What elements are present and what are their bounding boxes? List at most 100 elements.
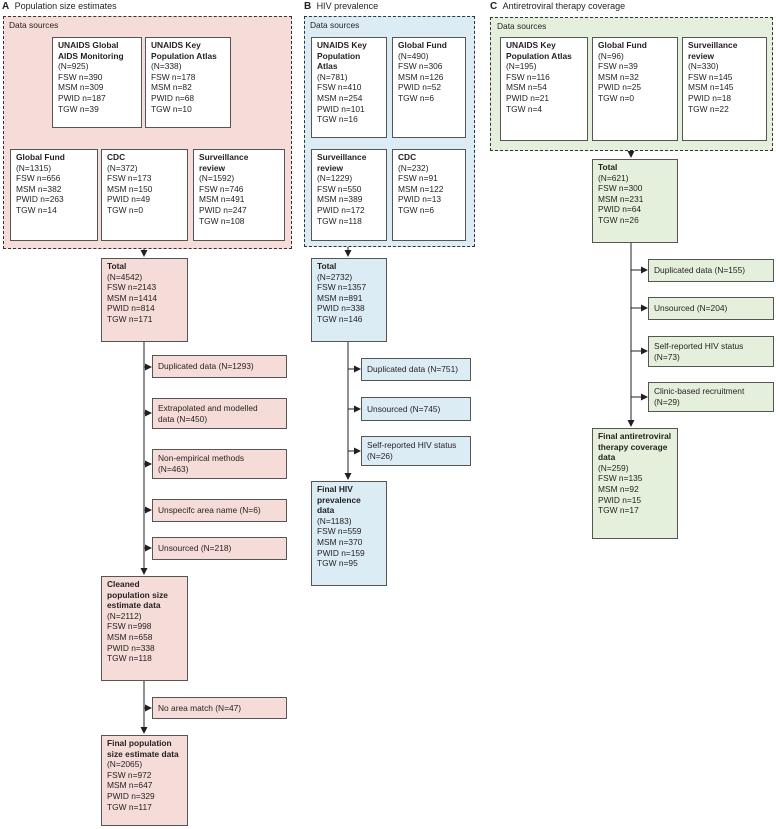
exclusion-box: Duplicated data (N=155) bbox=[648, 259, 774, 282]
exclusion-text: Non-empirical methods(N=463) bbox=[158, 453, 244, 474]
box-count-line: TGW n=118 bbox=[107, 653, 152, 664]
exclusion-text: Unsourced (N=204) bbox=[654, 303, 727, 314]
box-count-line: TGW n=0 bbox=[598, 92, 635, 103]
box-count-line: MSM n=92 bbox=[598, 483, 639, 494]
exclusion-line: Duplicated data (N=1293) bbox=[158, 361, 254, 372]
box-count-line: MSM n=150 bbox=[107, 183, 153, 194]
box-title: Population Atlas bbox=[151, 50, 217, 61]
box-count-line: TGW n=4 bbox=[506, 103, 543, 114]
exclusion-text: Duplicated data (N=751) bbox=[367, 364, 458, 375]
box-count-line: (N=2112) bbox=[107, 610, 142, 621]
box-count-line: FSW n=410 bbox=[317, 82, 362, 93]
box-count-line: MSM n=82 bbox=[151, 82, 192, 93]
box-title: Surveillance bbox=[688, 40, 738, 50]
exclusion-box: Clinic-based recruitment(N=29) bbox=[648, 382, 774, 412]
box-title: Global Fund bbox=[598, 40, 647, 50]
data-sources-label: Data sources bbox=[497, 21, 547, 31]
box-title: AIDS Monitoring bbox=[58, 50, 124, 61]
box-count-line: MSM n=491 bbox=[199, 194, 245, 205]
section-c-heading: C Antiretroviral therapy coverage bbox=[490, 1, 625, 13]
box-count-line: TGW n=0 bbox=[107, 204, 144, 215]
box-count-line: TGW n=108 bbox=[199, 215, 245, 226]
exclusion-line: Unsourced (N=745) bbox=[367, 403, 441, 414]
box-title: Final antiretroviral bbox=[598, 431, 672, 441]
box-count-line: MSM n=32 bbox=[598, 71, 639, 82]
box-count-line: (N=330) bbox=[688, 61, 719, 72]
box-title: UNAIDS Key bbox=[317, 40, 367, 50]
box-count-line: TGW n=118 bbox=[317, 215, 362, 226]
box-title: Surveillance bbox=[317, 152, 367, 162]
exclusion-text: Unsourced (N=218) bbox=[158, 543, 231, 554]
exclusion-box: Unsourced (N=204) bbox=[648, 297, 774, 320]
exclusion-line: Unsourced (N=218) bbox=[158, 543, 232, 554]
box-count-line: PWID n=15 bbox=[598, 494, 642, 505]
box-count-line: FSW n=145 bbox=[688, 71, 733, 82]
box-count-line: FSW n=550 bbox=[317, 183, 362, 194]
box-count-line: MSM n=145 bbox=[688, 82, 734, 93]
box-count-line: PWID n=101 bbox=[317, 103, 365, 114]
box-count-line: (N=621) bbox=[598, 172, 629, 183]
exclusion-text: Duplicated data (N=1293) bbox=[158, 361, 254, 372]
section-letter: A bbox=[2, 1, 10, 12]
box-title: review bbox=[317, 162, 344, 173]
box-count-line: TGW n=95 bbox=[317, 558, 358, 569]
box-title: Cleaned bbox=[107, 579, 140, 589]
box-count-line: FSW n=972 bbox=[107, 769, 152, 780]
box-count-line: FSW n=746 bbox=[199, 183, 244, 194]
box-count-line: (N=2065) bbox=[107, 759, 143, 770]
box-title: review bbox=[688, 50, 715, 61]
exclusion-line: Self-reported HIV status bbox=[367, 440, 457, 451]
box-title: Final population bbox=[107, 738, 172, 748]
box-title: estimate data bbox=[107, 600, 161, 611]
exclusion-line: Non-empirical methods bbox=[158, 453, 245, 464]
box-count-line: PWID n=25 bbox=[598, 82, 642, 93]
exclusion-line: Duplicated data (N=751) bbox=[367, 364, 459, 375]
box-count-line: (N=1229) bbox=[317, 173, 353, 184]
box-count-line: PWID n=247 bbox=[199, 204, 247, 215]
box-title: Atlas bbox=[317, 61, 338, 72]
exclusion-text: No area match (N=47) bbox=[158, 703, 241, 714]
box-count-line: FSW n=998 bbox=[107, 621, 152, 632]
box-title: Population Atlas bbox=[506, 50, 572, 61]
box-count-line: (N=232) bbox=[398, 162, 429, 173]
box-count-line: (N=781) bbox=[317, 71, 348, 82]
box-count-line: FSW n=178 bbox=[151, 71, 196, 82]
box-count-line: TGW n=39 bbox=[58, 103, 99, 114]
section-title: HIV prevalence bbox=[316, 1, 379, 11]
box-count-line: PWID n=13 bbox=[398, 194, 442, 205]
box-count-line: (N=1183) bbox=[317, 515, 352, 526]
exclusion-line: (N=29) bbox=[654, 397, 680, 407]
section-a-heading: A Population size estimates bbox=[2, 1, 117, 13]
box-count-line: PWID n=172 bbox=[317, 204, 365, 215]
box-count-line: TGW n=10 bbox=[151, 103, 192, 114]
exclusion-box: Unsourced (N=745) bbox=[361, 397, 471, 421]
box-count-line: FSW n=300 bbox=[598, 183, 643, 194]
box-count-line: TGW n=117 bbox=[107, 801, 152, 812]
box-count-line: FSW n=559 bbox=[317, 526, 362, 537]
box-title: therapy coverage bbox=[598, 441, 668, 452]
box-count-line: MSM n=658 bbox=[107, 631, 153, 642]
box-title: UNAIDS Global bbox=[58, 40, 119, 50]
box-count-line: FSW n=390 bbox=[58, 71, 103, 82]
box-count-line: TGW n=146 bbox=[317, 313, 363, 324]
box-count-line: TGW n=6 bbox=[398, 92, 435, 103]
box-title: population size bbox=[107, 589, 168, 600]
exclusion-text: Unsourced (N=745) bbox=[367, 404, 440, 415]
box-count-line: MSM n=647 bbox=[107, 780, 153, 791]
box-count-line: PWID n=159 bbox=[317, 547, 365, 558]
box-count-line: MSM n=389 bbox=[317, 194, 363, 205]
box-title: data bbox=[598, 452, 616, 463]
box-count-line: FSW n=173 bbox=[107, 173, 152, 184]
data-sources-label: Data sources bbox=[310, 20, 360, 30]
